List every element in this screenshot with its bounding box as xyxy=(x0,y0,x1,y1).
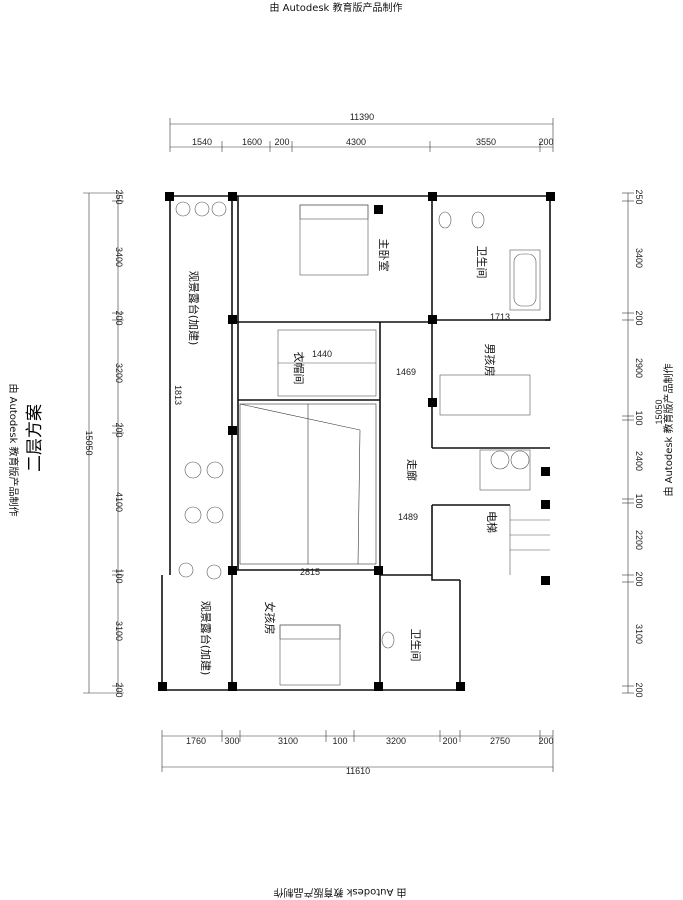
left-dimensions: 15050 250 3400 200 3200 200 4100 100 310… xyxy=(83,189,124,698)
dim-left-1: 3400 xyxy=(114,247,124,267)
watermark-top: 由 Autodesk 教育版产品制作 xyxy=(269,1,402,14)
dim-interior-1: 1440 xyxy=(312,349,332,359)
room-bathroom-top: 卫生间 xyxy=(475,246,489,279)
dim-bottom-1: 300 xyxy=(224,736,239,746)
dim-interior-5: 2815 xyxy=(300,567,320,577)
dim-right-9: 3100 xyxy=(634,624,644,644)
room-girls: 女孩房 xyxy=(263,602,277,635)
room-elevator: 电梯 xyxy=(485,511,498,533)
dim-top-2: 200 xyxy=(274,137,289,147)
dim-left-total: 15050 xyxy=(84,430,94,455)
dim-bottom-7: 200 xyxy=(538,736,553,746)
dim-right-8: 200 xyxy=(634,571,644,586)
dim-right-6: 100 xyxy=(634,493,644,508)
room-terrace-bottom: 观景露台(加建) xyxy=(199,601,213,676)
dim-right-0: 250 xyxy=(634,189,644,204)
dim-top-3: 4300 xyxy=(346,137,366,147)
dim-top-1: 1600 xyxy=(242,137,262,147)
dim-right-1: 3400 xyxy=(634,248,644,268)
dim-right-2: 200 xyxy=(634,310,644,325)
walls xyxy=(161,195,551,691)
top-dimensions: 11390 1540 1600 200 4300 3550 200 xyxy=(169,112,554,152)
dim-left-2: 200 xyxy=(114,310,124,325)
dim-left-8: 200 xyxy=(114,682,124,697)
dim-left-5: 4100 xyxy=(114,492,124,512)
room-terrace-top: 观景露台(加建) xyxy=(187,271,201,346)
structural-columns xyxy=(158,192,555,691)
room-cloakroom: 衣帽间 xyxy=(292,352,306,385)
room-labels: 主卧室 卫生间 观景露台(加建) 衣帽间 男孩房 走廊 电梯 女孩房 卫生间 观… xyxy=(187,239,498,676)
dim-right-4: 100 xyxy=(634,410,644,425)
furniture xyxy=(175,201,550,686)
dim-right-10: 200 xyxy=(634,682,644,697)
dim-interior-3: 1713 xyxy=(490,312,510,322)
dim-top-0: 1540 xyxy=(192,137,212,147)
dim-left-4: 200 xyxy=(114,422,124,437)
dim-bottom-5: 200 xyxy=(442,736,457,746)
dim-interior-2: 1469 xyxy=(396,367,416,377)
dim-top-5: 200 xyxy=(538,137,553,147)
room-bathroom-bottom: 卫生间 xyxy=(409,629,423,662)
dim-right-7: 2200 xyxy=(634,530,644,550)
right-dimensions: 15050 250 3400 200 2900 100 2400 100 220… xyxy=(622,189,664,698)
interior-dimensions: 1813 1440 1469 1713 1489 2815 xyxy=(173,312,510,577)
dim-top-4: 3550 xyxy=(476,137,496,147)
watermark-left: 由 Autodesk 教育版产品制作 xyxy=(7,383,20,516)
dim-left-7: 3100 xyxy=(114,621,124,641)
dim-interior-4: 1489 xyxy=(398,512,418,522)
dim-right-total: 15050 xyxy=(654,399,664,424)
dim-left-6: 100 xyxy=(114,568,124,583)
dim-bottom-4: 3200 xyxy=(386,736,406,746)
dim-left-3: 3200 xyxy=(114,363,124,383)
room-boys: 男孩房 xyxy=(483,344,496,377)
plan-title: 二层方案 xyxy=(25,404,45,472)
watermark-bottom: 由 Autodesk 教育版产品制作 xyxy=(273,886,406,899)
dim-bottom-total: 11610 xyxy=(346,766,370,776)
dim-bottom-2: 3100 xyxy=(278,736,298,746)
room-corridor: 走廊 xyxy=(405,459,419,481)
room-master-bedroom: 主卧室 xyxy=(377,239,391,272)
dim-left-0: 250 xyxy=(114,189,124,204)
dim-bottom-6: 2750 xyxy=(490,736,510,746)
bottom-dimensions: 1760 300 3100 100 3200 200 2750 200 1161… xyxy=(161,730,554,776)
dim-top-total: 11390 xyxy=(350,112,374,122)
dim-right-3: 2900 xyxy=(634,358,644,378)
dim-bottom-0: 1760 xyxy=(186,736,206,746)
dim-interior-0: 1813 xyxy=(173,385,183,405)
watermark-right: 由 Autodesk 教育版产品制作 xyxy=(662,363,675,496)
dim-bottom-3: 100 xyxy=(332,736,347,746)
dim-right-5: 2400 xyxy=(634,451,644,471)
